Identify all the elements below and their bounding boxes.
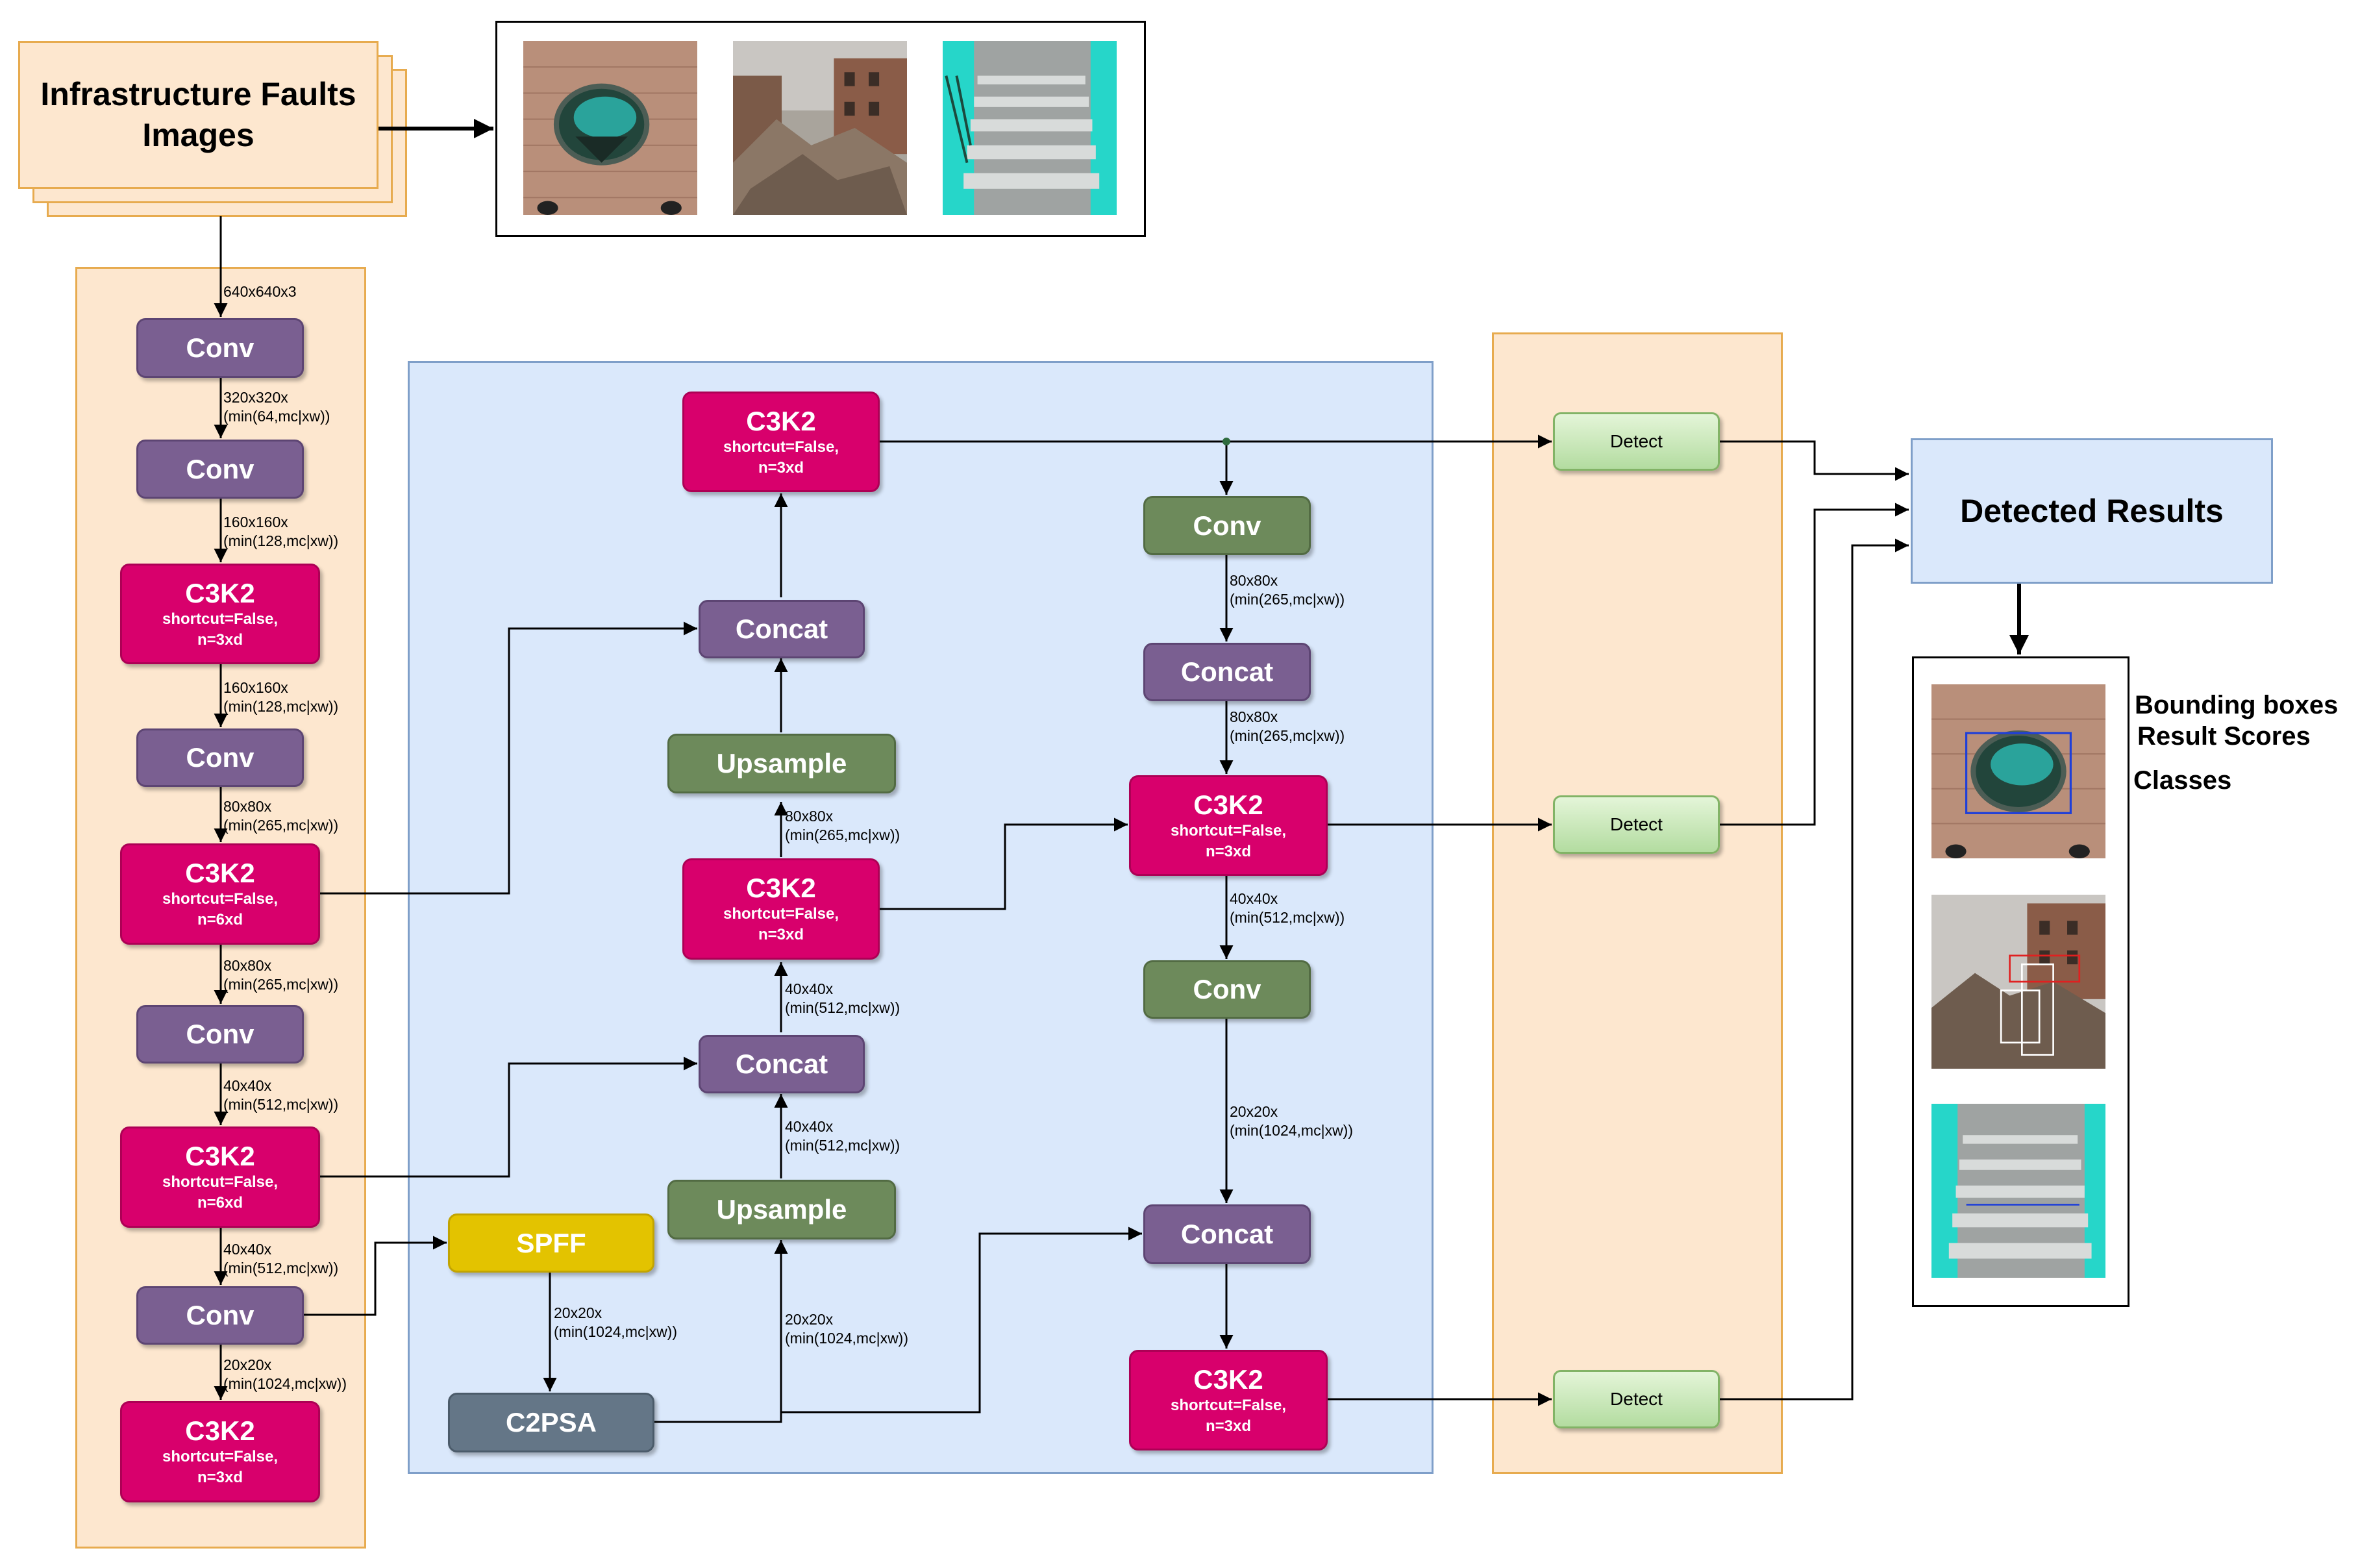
legend-result-scores: Result Scores bbox=[2137, 722, 2311, 751]
input-title-line2: Images bbox=[142, 117, 254, 153]
neck-spff: SPFF bbox=[448, 1213, 654, 1273]
edge-label: 80x80x(min(265,mc|xw)) bbox=[1230, 572, 1345, 608]
edge-label: 80x80x(min(265,mc|xw)) bbox=[223, 957, 339, 993]
edge-label: 40x40x(min(512,mc|xw)) bbox=[1230, 890, 1345, 926]
backbone-conv-4: Conv bbox=[136, 1005, 304, 1064]
edge-label: 20x20x(min(1024,mc|xw)) bbox=[1230, 1103, 1353, 1139]
head-panel bbox=[1492, 332, 1783, 1474]
edge-label: 160x160x(min(128,mc|xw)) bbox=[223, 514, 339, 549]
neck-conv-right-top: Conv bbox=[1143, 496, 1311, 555]
input-title-line1: Infrastructure Faults bbox=[40, 76, 356, 112]
result-building-photo bbox=[1931, 895, 2105, 1069]
result-manhole-photo bbox=[1931, 684, 2105, 858]
edge-label: 80x80x(min(265,mc|xw)) bbox=[223, 798, 339, 834]
edge-label: 320x320x(min(64,mc|xw)) bbox=[223, 389, 330, 425]
neck-c2psa: C2PSA bbox=[448, 1393, 654, 1452]
collapsed-building-photo bbox=[733, 41, 907, 215]
neck-upsample-bottom: Upsample bbox=[667, 1180, 896, 1239]
neck-upsample-top: Upsample bbox=[667, 734, 896, 793]
arrow-c3k2-to-concat-top bbox=[320, 621, 697, 895]
edge-label: 20x20x(min(1024,mc|xw)) bbox=[785, 1311, 908, 1347]
neck-concat-top: Concat bbox=[699, 600, 865, 658]
legend-bounding-boxes: Bounding boxes bbox=[2135, 691, 2339, 719]
detected-results-node: Detected Results bbox=[1911, 438, 2273, 584]
staircase-photo bbox=[943, 41, 1117, 215]
result-staircase-photo bbox=[1931, 1104, 2105, 1278]
arrow-c3k2-to-concat-mid bbox=[320, 1056, 697, 1178]
arrow-conv-to-spff bbox=[304, 1236, 447, 1316]
detect-block-2: Detect bbox=[1553, 795, 1720, 854]
edge-label: 40x40x(min(512,mc|xw)) bbox=[785, 980, 900, 1016]
edge-label: 160x160x(min(128,mc|xw)) bbox=[223, 679, 339, 715]
manhole-photo bbox=[523, 41, 697, 215]
neck-concat-right-top: Concat bbox=[1143, 643, 1311, 701]
neck-concat-mid: Concat bbox=[699, 1035, 865, 1093]
edge-label: 80x80x(min(265,mc|xw)) bbox=[1230, 708, 1345, 744]
edge-label: 20x20x(min(1024,mc|xw)) bbox=[554, 1304, 677, 1340]
backbone-conv-3: Conv bbox=[136, 728, 304, 787]
edge-label: 40x40x(min(512,mc|xw)) bbox=[223, 1241, 339, 1276]
branch-dot bbox=[1223, 438, 1230, 445]
input-size-label: 640x640x3 bbox=[223, 283, 297, 300]
detect-block-1: Detect bbox=[1553, 412, 1720, 471]
edge-label: 80x80x(min(265,mc|xw)) bbox=[785, 808, 900, 843]
legend-classes: Classes bbox=[2133, 766, 2232, 795]
input-images-card: Infrastructure Faults Images bbox=[18, 41, 379, 189]
neck-concat-right-bottom: Concat bbox=[1143, 1204, 1311, 1264]
backbone-conv-2: Conv bbox=[136, 440, 304, 499]
edge-label: 40x40x(min(512,mc|xw)) bbox=[785, 1118, 900, 1154]
detect-block-3: Detect bbox=[1553, 1370, 1720, 1428]
edge-label: 40x40x(min(512,mc|xw)) bbox=[223, 1077, 339, 1113]
edge-label: 20x20x(min(1024,mc|xw)) bbox=[223, 1356, 347, 1392]
backbone-conv-1: Conv bbox=[136, 318, 304, 378]
backbone-conv-5: Conv bbox=[136, 1286, 304, 1345]
neck-conv-right-mid: Conv bbox=[1143, 960, 1311, 1019]
